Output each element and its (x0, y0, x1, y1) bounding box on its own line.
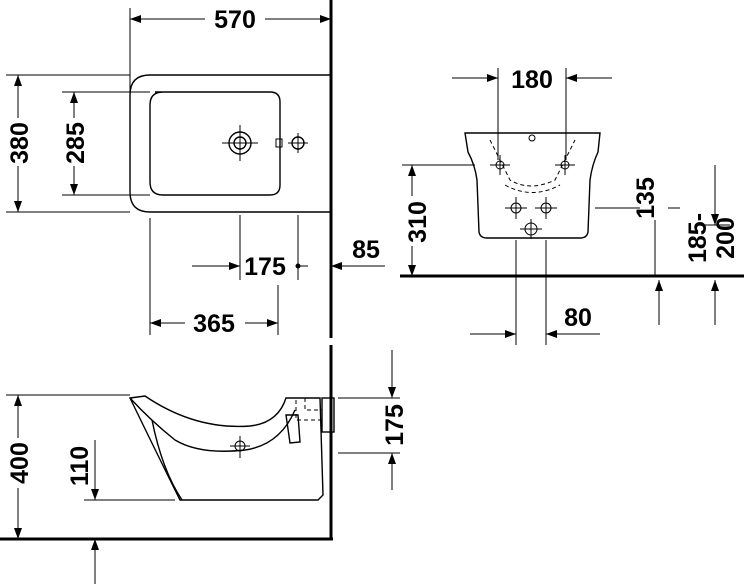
dim-310: 310 (404, 201, 432, 243)
top-outline (129, 74, 331, 213)
top-view: 570 380 285 175 85 3 (4, 0, 385, 338)
dim-135: 135 (632, 177, 660, 219)
dim-175-side: 175 (381, 404, 409, 446)
dim-285: 285 (62, 122, 90, 164)
dim-110: 110 (66, 446, 94, 486)
front-view: 180 310 135 185- 200 80 (400, 66, 744, 345)
dim-400: 400 (6, 442, 34, 484)
side-view: 400 110 175 (0, 345, 409, 584)
dim-175-top: 175 (244, 253, 286, 281)
front-outline (464, 132, 601, 239)
dim-85: 85 (352, 236, 380, 264)
side-outline (128, 395, 324, 501)
bowl-outline (149, 91, 281, 196)
dim-380: 380 (6, 122, 34, 164)
dim-180: 180 (511, 66, 553, 94)
dim-185-200-b: 200 (712, 217, 740, 259)
dim-80: 80 (564, 304, 592, 332)
dim-570: 570 (214, 6, 256, 34)
dim-365: 365 (193, 310, 235, 338)
dim-185-200-a: 185- (684, 213, 712, 263)
